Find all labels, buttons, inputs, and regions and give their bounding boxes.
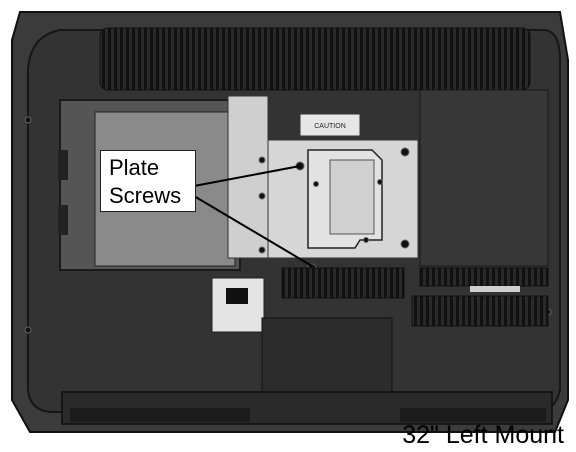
screw bbox=[400, 147, 410, 157]
figure-caption: 32" Left Mount bbox=[402, 421, 564, 449]
mount-bracket-face bbox=[329, 159, 375, 235]
screw bbox=[24, 116, 32, 124]
top-vent bbox=[99, 27, 531, 91]
stand-foot-right bbox=[400, 408, 546, 422]
leader-line-lower bbox=[193, 195, 313, 267]
warning-label-text: CAUTION bbox=[314, 123, 346, 130]
screw bbox=[313, 181, 319, 187]
screw bbox=[24, 326, 32, 334]
screw bbox=[377, 179, 383, 185]
warning-label bbox=[299, 113, 361, 137]
callout-line-1: Plate bbox=[109, 155, 160, 180]
right-slot bbox=[470, 286, 520, 292]
screw bbox=[258, 246, 266, 254]
center-vent bbox=[281, 267, 405, 299]
screw bbox=[258, 192, 266, 200]
mounting-plate bbox=[227, 95, 269, 259]
screw bbox=[400, 239, 410, 249]
leader-line-upper bbox=[193, 165, 301, 187]
stand-neck bbox=[261, 317, 393, 399]
power-inlet-plate bbox=[211, 277, 265, 333]
side-port-lower bbox=[58, 205, 68, 235]
power-inlet bbox=[226, 288, 248, 304]
right-panel bbox=[419, 89, 549, 267]
screw bbox=[363, 237, 369, 243]
stand-foot-left bbox=[70, 408, 250, 422]
screw bbox=[258, 156, 266, 164]
callout-line-2: Screws bbox=[109, 183, 182, 208]
plate-screws-callout: Plate Screws bbox=[100, 150, 196, 212]
right-vent-lower bbox=[411, 295, 549, 327]
side-port bbox=[58, 150, 68, 180]
right-vent-upper bbox=[419, 267, 549, 287]
